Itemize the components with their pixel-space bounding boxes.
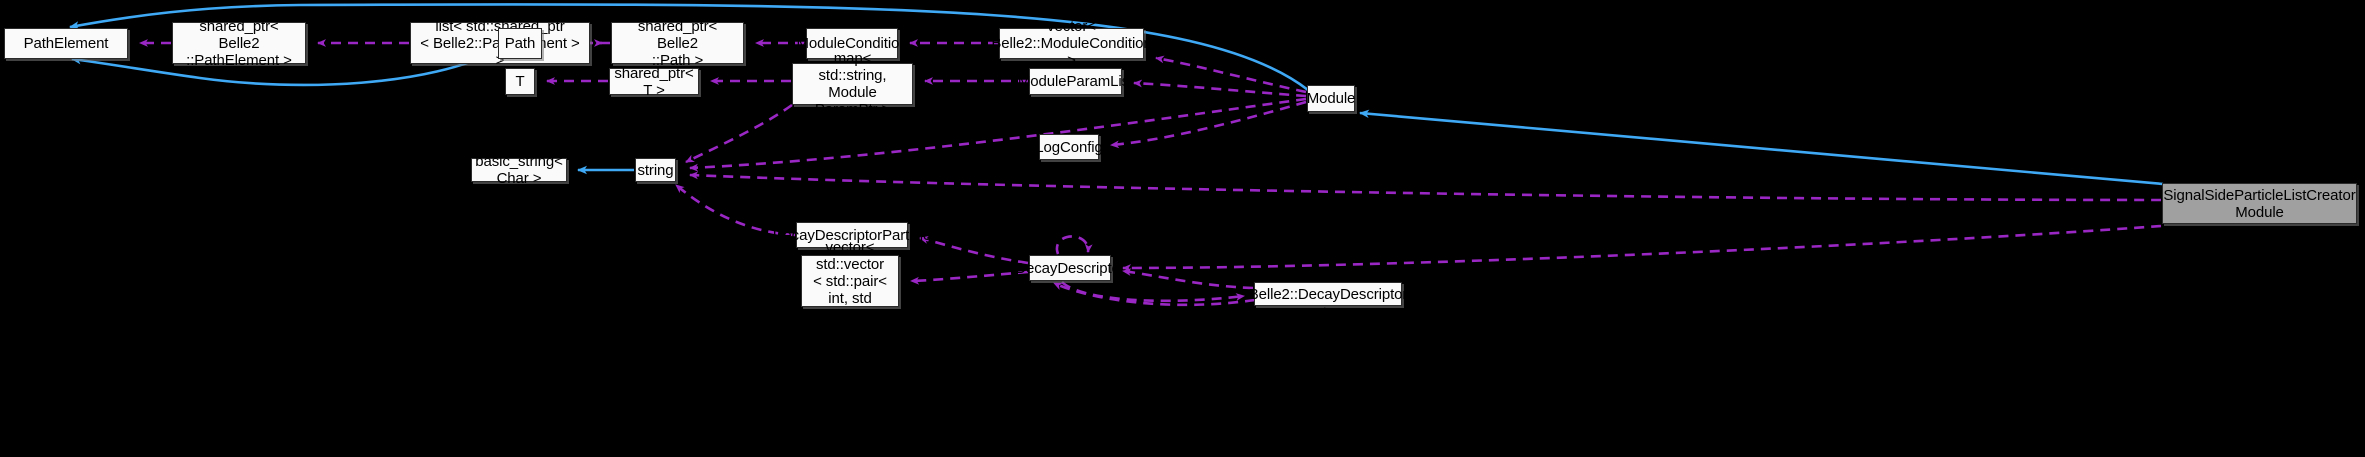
node-module[interactable]: Module [1307,85,1355,112]
node-string[interactable]: string [635,158,676,182]
node-label: vector< std::vector < std::pair< int, st… [808,238,892,324]
node-label: basic_string< Char > [475,153,563,187]
node-label: vector< Belle2::DecayDescriptor > [1248,268,1408,320]
edge-signalside-to-module [1359,109,2164,186]
node-vector-decaydescriptor[interactable]: vector< Belle2::DecayDescriptor > [1249,269,1408,320]
node-label: Module [1306,90,1356,107]
node-pathelement[interactable]: PathElement [4,28,128,59]
inheritance-edges [69,3,2164,186]
node-label: PathElement [23,35,109,52]
node-shared-ptr-pathelement[interactable]: shared_ptr< Belle2 ::PathElement > [172,18,306,69]
edge-decaydescriptor-self-loop [1055,235,1093,255]
node-label: vector< Belle2::ModuleCondition > [991,18,1152,69]
node-decaydescriptorparticle[interactable]: DecayDescriptorParticle [773,222,931,248]
node-decaydescriptor[interactable]: DecayDescriptor [1015,255,1125,281]
node-path[interactable]: Path [498,28,542,59]
node-label: ModuleCondition [796,35,908,52]
edge-module-to-moduleparamlist [1133,79,1307,98]
edge-module-to-pathelement [69,3,1309,92]
edge-decaydescriptor-to-vec-decaydescriptor [1061,281,1245,303]
node-label: ModuleParamList [1017,73,1134,90]
usage-edges [139,39,2162,307]
edge-module-to-string [689,97,1307,172]
node-modulecondition[interactable]: ModuleCondition [796,28,908,59]
edge-decaydescriptorparticle-to-string [675,184,796,237]
edge-decaydescriptor-bottom-return [1053,281,1256,307]
node-label: Path [504,35,536,52]
node-t[interactable]: T [505,68,535,95]
edge-module-to-vec-modulecondition [1155,55,1307,94]
node-shared-ptr-t[interactable]: shared_ptr< T > [609,65,699,99]
node-label: shared_ptr< T > [614,64,694,99]
node-label: DecayDescriptorParticle [772,226,932,244]
node-moduleparamlist[interactable]: ModuleParamList [1018,68,1133,95]
edge-path-to-pathelement [71,48,499,87]
edge-signalside-to-decaydescriptor [1122,224,2162,272]
node-vector-modulecondition[interactable]: vector< Belle2::ModuleCondition > [991,18,1151,69]
node-basic-string-char[interactable]: basic_string< Char > [471,153,567,187]
edge-module-to-logconfig [1110,100,1307,149]
edge-decaydescriptor-to-ddparticle [919,236,1029,265]
node-shared-ptr-path[interactable]: shared_ptr< Belle2 ::Path > [611,18,744,69]
edge-vec-decaydescriptor-to-decaydescriptor [1122,268,1254,290]
node-label: shared_ptr< Belle2 ::Path > [637,17,718,69]
node-label: map< std::string, Module ParamPtr > [814,50,891,118]
node-label: LogConfig [1035,138,1103,156]
node-label: SignalSideParticleListCreator Module [2163,186,2356,221]
edge-map-to-string [685,103,793,164]
node-logconfig[interactable]: LogConfig [1035,134,1103,160]
node-signalsideparticlelistcreatormodule[interactable]: SignalSideParticleListCreator Module [2162,183,2357,224]
node-map-string-moduleparamptr[interactable]: map< std::string, Module ParamPtr > [792,50,913,118]
node-vector-vector-pair-int-string[interactable]: vector< std::vector < std::pair< int, st… [801,239,899,324]
edge-signalside-to-string [689,171,2162,202]
node-label: DecayDescriptor [1015,259,1125,277]
node-label: shared_ptr< Belle2 ::PathElement > [186,17,292,69]
edge-decaydescriptor-to-vecvecpair [910,270,1029,285]
node-label: T [515,73,525,90]
node-label: string [637,161,674,179]
